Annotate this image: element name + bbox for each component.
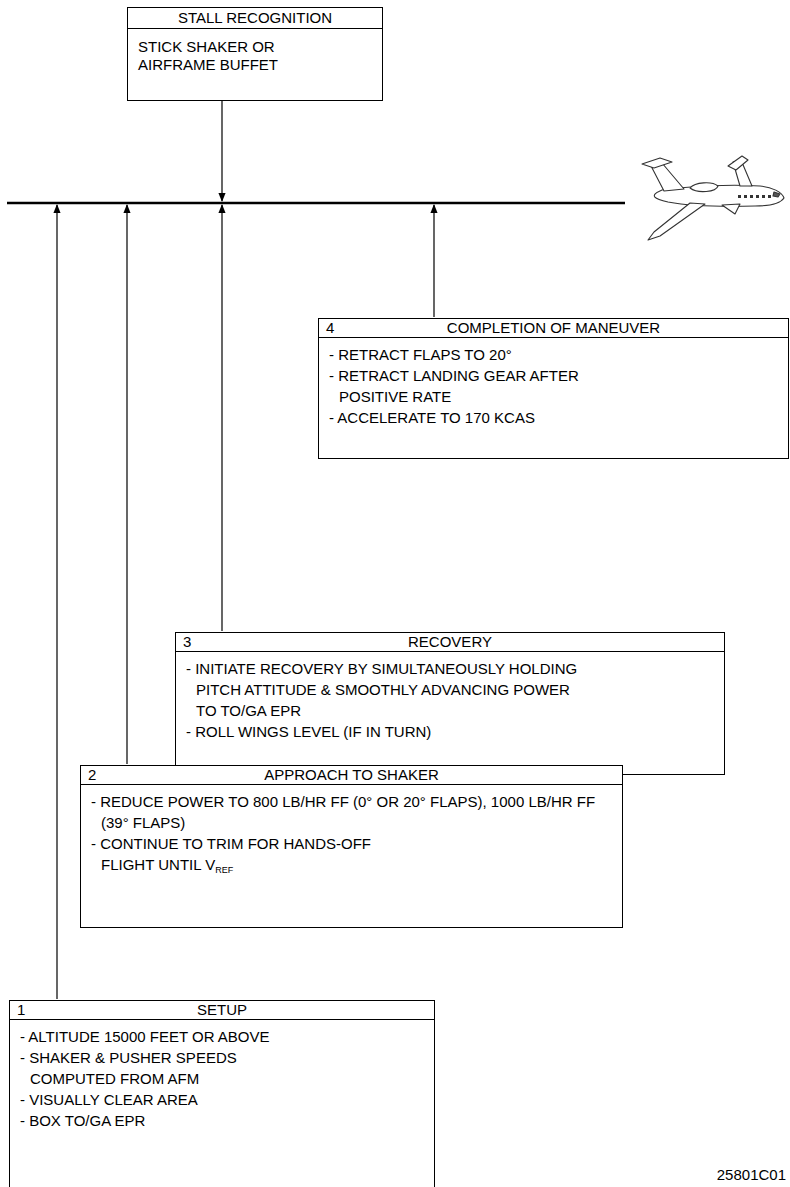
figure-id: 25801C01 (717, 1166, 786, 1183)
box-body: - REDUCE POWER TO 800 LB/HR FF (0° OR 20… (81, 785, 622, 883)
timeline (7, 202, 625, 205)
box-body: - RETRACT FLAPS TO 20°- RETRACT LANDING … (319, 338, 788, 436)
step-box: 1 SETUP - ALTITUDE 15000 FEET OR ABOVE- SH… (9, 1000, 435, 1187)
bullet-item: - ROLL WINGS LEVEL (IF IN TURN) (186, 721, 596, 742)
bullet-item: - INITIATE RECOVERY BY SIMULTANEOUSLY HO… (186, 658, 586, 721)
box-title: SETUP (197, 1001, 247, 1018)
box-header: 2 APPROACH TO SHAKER (81, 766, 622, 785)
box-title: COMPLETION OF MANEUVER (447, 319, 660, 336)
step-box: 2 APPROACH TO SHAKER - REDUCE POWER TO 800… (80, 765, 623, 928)
leader-arrow (433, 205, 434, 317)
box-header: 3 RECOVERY (176, 633, 724, 652)
box-header: 1 SETUP (10, 1001, 434, 1020)
bullet-item: - CONTINUE TO TRIM FOR HANDS-OFF FLIGHT … (91, 833, 421, 875)
box-body: - INITIATE RECOVERY BY SIMULTANEOUSLY HO… (176, 652, 724, 750)
step-number: 4 (326, 319, 334, 337)
box-body: STICK SHAKER OR AIRFRAME BUFFET (128, 29, 382, 82)
leader-arrow (221, 101, 222, 201)
box-header: 4 COMPLETION OF MANEUVER (319, 319, 788, 338)
box-header: STALL RECOGNITION (128, 8, 382, 29)
bullet-item: - ALTITUDE 15000 FEET OR ABOVE (20, 1026, 410, 1047)
step-number: 2 (88, 766, 96, 784)
bullet-item: - REDUCE POWER TO 800 LB/HR FF (0° OR 20… (91, 791, 620, 833)
subscript: REF (215, 865, 233, 875)
box-title: RECOVERY (408, 633, 492, 650)
leader-arrow (221, 205, 222, 631)
step-box: STALL RECOGNITION STICK SHAKER OR AIRFRAM… (127, 7, 383, 101)
step-number: 1 (17, 1001, 25, 1019)
leader-arrow (126, 205, 127, 764)
bullet-item: - BOX TO/GA EPR (20, 1110, 410, 1131)
box-title: STALL RECOGNITION (178, 9, 332, 26)
step-box: 4 COMPLETION OF MANEUVER - RETRACT FLAPS T… (318, 318, 789, 459)
bullet-item: - VISUALLY CLEAR AREA (20, 1089, 410, 1110)
airplane-illustration (642, 156, 784, 240)
step-number: 3 (183, 633, 191, 651)
box-text: STICK SHAKER OR AIRFRAME BUFFET (138, 38, 308, 74)
leader-arrow (56, 205, 57, 999)
bullet-item: - SHAKER & PUSHER SPEEDS COMPUTED FROM A… (20, 1047, 290, 1089)
bullet-item: - RETRACT FLAPS TO 20° (329, 344, 739, 365)
bullet-item: - RETRACT LANDING GEAR AFTER POSITIVE RA… (329, 365, 629, 407)
box-body: - ALTITUDE 15000 FEET OR ABOVE- SHAKER &… (10, 1020, 434, 1139)
box-title: APPROACH TO SHAKER (264, 766, 439, 783)
bullet-item: - ACCELERATE TO 170 KCAS (329, 407, 739, 428)
step-box: 3 RECOVERY - INITIATE RECOVERY BY SIMULTAN… (175, 632, 725, 775)
